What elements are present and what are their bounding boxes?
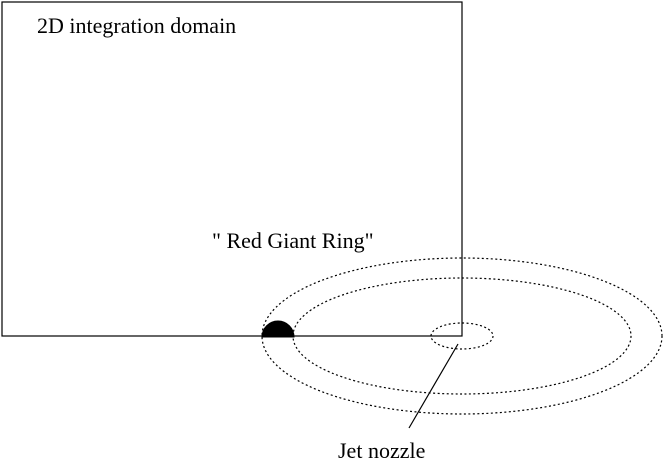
integration-domain-box (1, 1, 463, 337)
ring-outer-ellipse (261, 257, 663, 415)
ring-label: " Red Giant Ring" (212, 228, 374, 253)
jet-nozzle-leader-line (408, 343, 459, 429)
jet-nozzle-ellipse (430, 322, 494, 350)
ring-cross-section-cap (261, 320, 295, 338)
domain-label: 2D integration domain (37, 13, 236, 38)
jet-nozzle-label: Jet nozzle (338, 438, 425, 461)
